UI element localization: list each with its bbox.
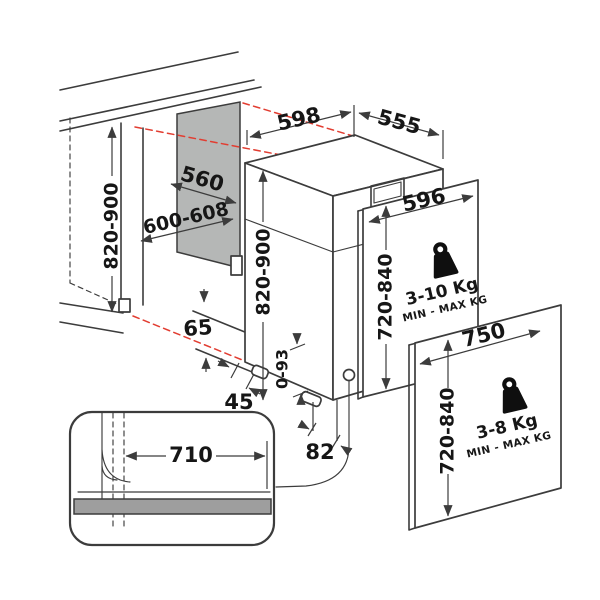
dim-front-gap: 45 bbox=[224, 390, 253, 414]
clearance-dimensions: 65 45 82 bbox=[183, 289, 353, 464]
countertop-lines bbox=[59, 51, 262, 132]
plinth-bar bbox=[73, 498, 272, 515]
appliance-dimensions: 598 555 820-900 0-93 bbox=[246, 102, 444, 405]
dim-appliance-depth: 555 bbox=[375, 105, 424, 140]
dim-appliance-width: 598 bbox=[275, 102, 323, 135]
cabinet-foot bbox=[118, 298, 131, 313]
appliance-rear-foot bbox=[230, 255, 243, 276]
weight-icon bbox=[433, 242, 459, 279]
dim-appliance-height: 820-900 bbox=[253, 228, 275, 315]
inset-frame bbox=[68, 410, 276, 547]
dim-hose-length: 710 bbox=[169, 443, 213, 467]
dim-plinth-recess: 65 bbox=[183, 315, 214, 341]
dim-hose-offset: 82 bbox=[305, 440, 334, 464]
plinth-detail-inset: 710 bbox=[68, 410, 276, 547]
weight-icon bbox=[502, 377, 528, 414]
dim-adjustable-feet: 0-93 bbox=[273, 349, 292, 389]
dim-niche-height: 820-900 bbox=[101, 182, 123, 269]
dim-panel-large-height: 720-840 bbox=[437, 387, 459, 474]
panel-large: 750 720-840 3-8 Kg MIN - MAX KG bbox=[408, 304, 562, 531]
dim-panel-standard-height: 720-840 bbox=[375, 253, 397, 340]
detail-marker-circle bbox=[342, 368, 356, 382]
appliance-left-foot bbox=[250, 364, 270, 380]
